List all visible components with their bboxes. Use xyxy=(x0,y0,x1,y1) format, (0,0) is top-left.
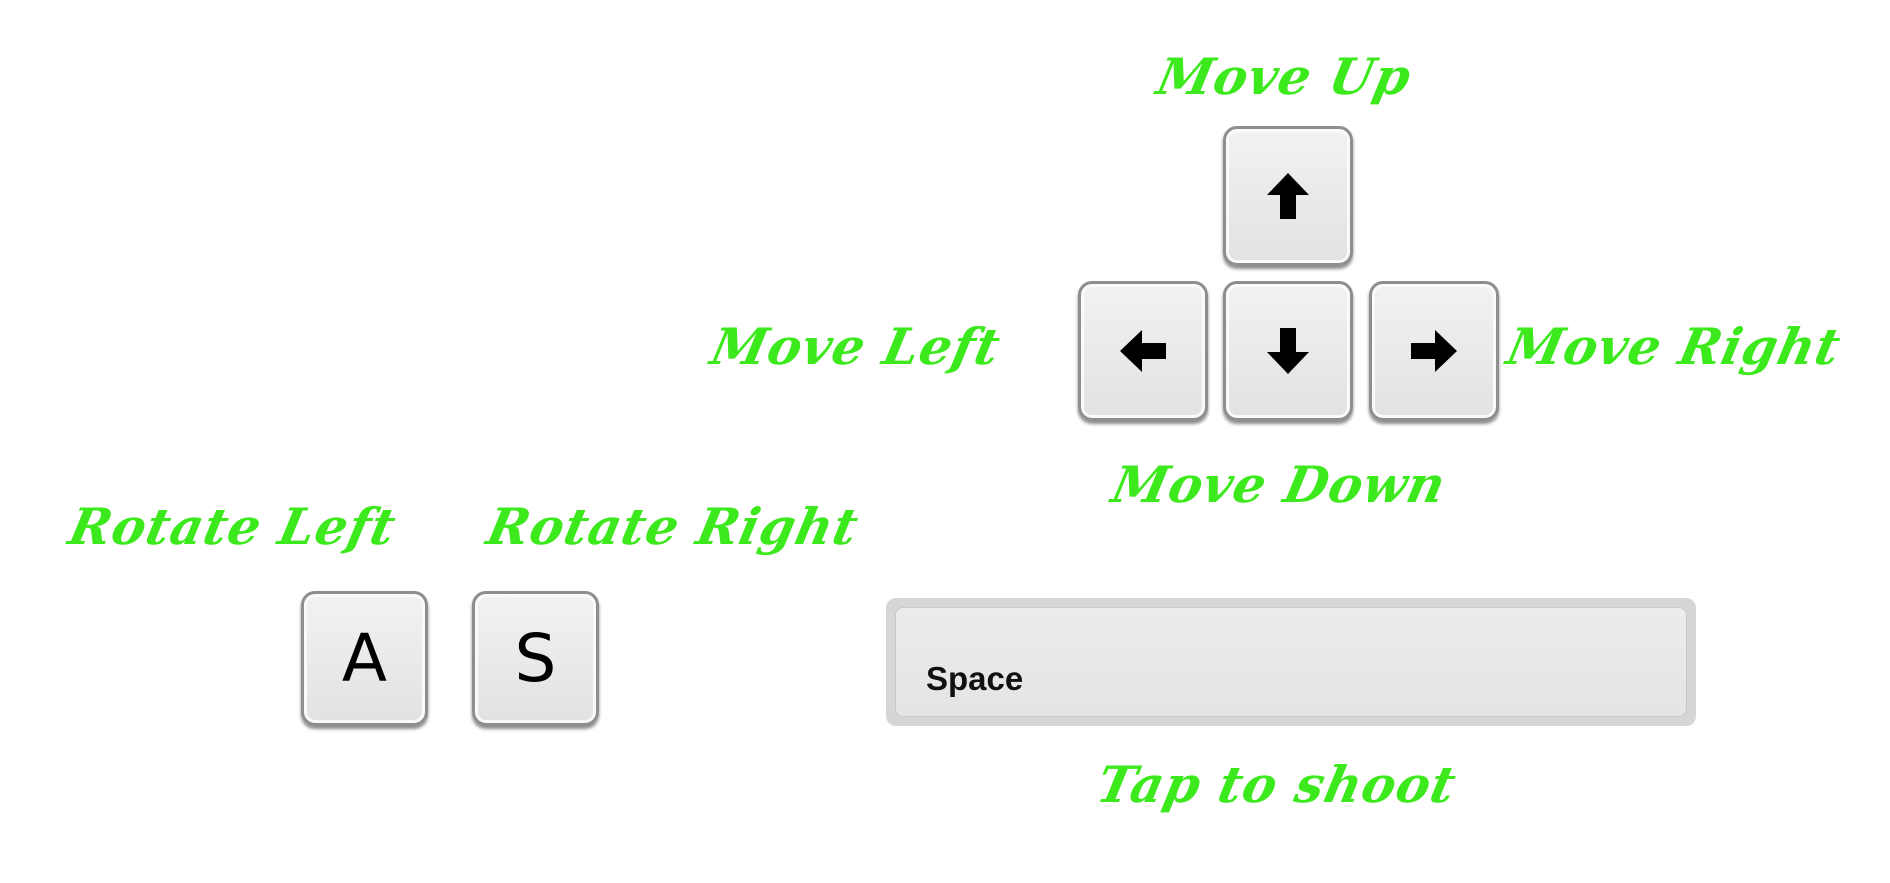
arrow-down-icon xyxy=(1265,326,1311,376)
down-arrow-key[interactable] xyxy=(1223,281,1353,421)
space-key[interactable]: Space xyxy=(886,598,1696,726)
space-key-label: Space xyxy=(926,660,1024,697)
left-arrow-key[interactable] xyxy=(1078,281,1208,421)
up-arrow-key[interactable] xyxy=(1223,126,1353,266)
space-key-face: Space xyxy=(895,607,1687,717)
a-key[interactable]: A xyxy=(301,591,428,726)
rotate-right-label: Rotate Right xyxy=(481,497,865,556)
tap-to-shoot-label: Tap to shoot xyxy=(1091,755,1462,814)
arrow-left-icon xyxy=(1118,328,1168,374)
right-arrow-key[interactable] xyxy=(1369,281,1499,421)
arrow-up-icon xyxy=(1265,171,1311,221)
move-right-label: Move Right xyxy=(1501,317,1847,376)
rotate-left-label: Rotate Left xyxy=(63,497,402,556)
arrow-right-icon xyxy=(1409,328,1459,374)
move-down-label: Move Down xyxy=(1106,455,1452,514)
a-key-letter: A xyxy=(341,619,388,697)
s-key[interactable]: S xyxy=(472,591,599,726)
s-key-letter: S xyxy=(514,619,557,697)
move-left-label: Move Left xyxy=(705,317,1006,376)
move-up-label: Move Up xyxy=(1151,47,1417,106)
